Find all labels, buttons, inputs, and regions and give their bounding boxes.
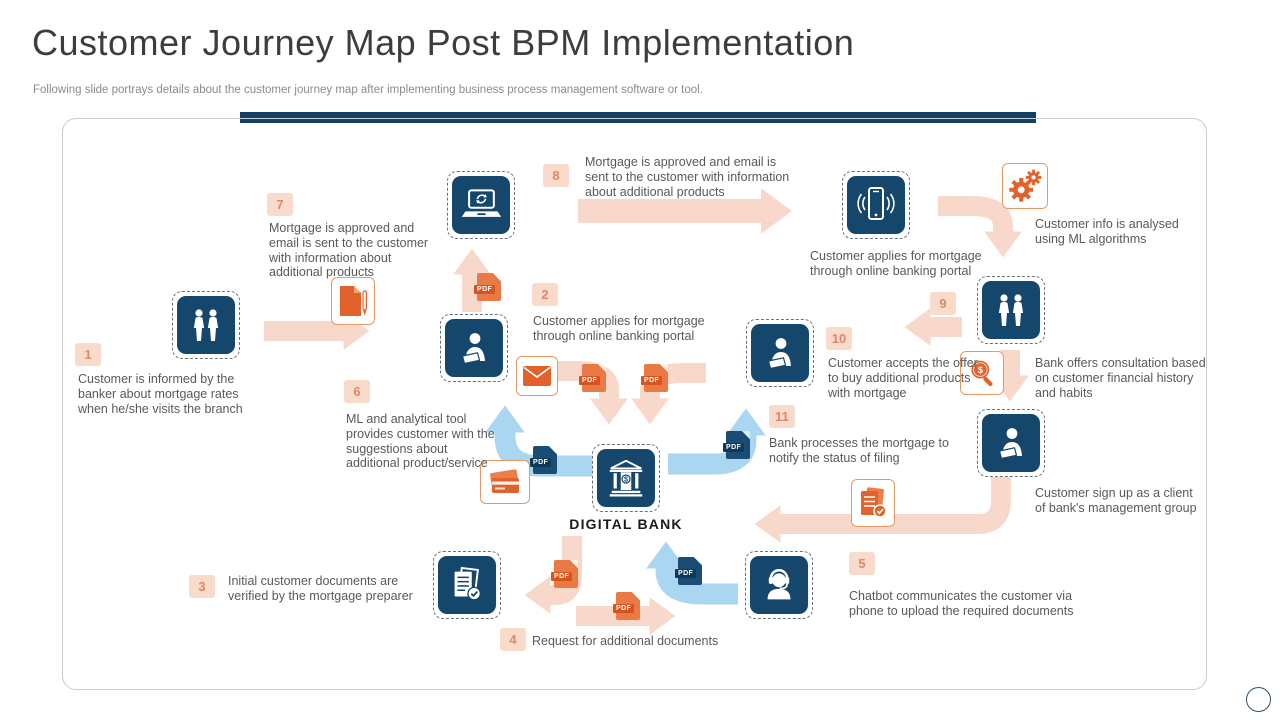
step-text-1: Customer is informed by the banker about… (78, 372, 243, 416)
document-check-orange-icon (851, 479, 895, 527)
digital-bank-label: DIGITAL BANK (569, 516, 683, 532)
arrow-chatbot-to-bank-blue (646, 541, 738, 605)
tile-step1 (172, 291, 240, 359)
page-subtitle: Following slide portrays details about t… (33, 84, 703, 96)
pdf-file-icon: PDF (579, 364, 606, 392)
step-text-3: Initial customer documents are verified … (228, 574, 413, 603)
annotation-signup: Customer sign up as a client of bank's m… (1035, 486, 1197, 515)
step-badge-11: 11 (769, 405, 795, 428)
tile-step2 (440, 314, 508, 382)
person-laptop-icon (445, 319, 503, 377)
person-laptop-icon (751, 324, 809, 382)
page-title: Customer Journey Map Post BPM Implementa… (32, 22, 855, 63)
step-text-7: Mortgage is approved and email is sent t… (269, 221, 429, 280)
document-pen-icon (331, 277, 375, 325)
magnifier-dollar-icon: $ (960, 351, 1004, 395)
pdf-file-icon: PDF (723, 431, 750, 459)
gears-icon (1002, 163, 1048, 209)
credit-cards-icon (480, 460, 530, 504)
pdf-file-icon: PDF (551, 560, 578, 588)
step-text-10: Customer accepts the offer to buy additi… (828, 356, 978, 400)
diagram-frame (62, 118, 1207, 690)
step-badge-2: 2 (532, 283, 558, 306)
step-badge-9: 9 (930, 292, 956, 315)
pdf-file-icon: PDF (474, 273, 501, 301)
laptop-sync-icon (452, 176, 510, 234)
tile-phone (842, 171, 910, 239)
annotation-ml-analysis: Customer info is analysed using ML algor… (1035, 217, 1179, 246)
step-text-6: ML and analytical tool provides customer… (346, 412, 495, 471)
smartphone-icon (847, 176, 905, 234)
step-badge-10: 10 (826, 327, 852, 350)
step-badge-1: 1 (75, 343, 101, 366)
accent-bar (240, 112, 1036, 123)
step-badge-7: 7 (267, 193, 293, 216)
pdf-file-icon: PDF (675, 557, 702, 585)
pdf-file-icon: PDF (641, 364, 668, 392)
tile-signup (977, 409, 1045, 477)
svg-text:$: $ (978, 365, 984, 375)
step-text-5: Chatbot communicates the customer via ph… (849, 589, 1074, 618)
pdf-file-icon: PDF (530, 446, 557, 474)
person-laptop-icon (982, 414, 1040, 472)
step-badge-8: 8 (543, 164, 569, 187)
step-text-11: Bank processes the mortgage to notify th… (769, 436, 949, 465)
document-check-icon (438, 556, 496, 614)
two-people-icon (982, 281, 1040, 339)
svg-text:$: $ (624, 476, 628, 484)
arrow-signup-left-long (754, 476, 1011, 543)
headset-agent-icon (750, 556, 808, 614)
tile-step9 (977, 276, 1045, 344)
tile-chatbot (745, 551, 813, 619)
step-badge-6: 6 (344, 380, 370, 403)
tile-digital-bank: $ (592, 444, 660, 512)
step-badge-3: 3 (189, 575, 215, 598)
decorative-circle (1246, 687, 1271, 712)
tile-step7 (447, 171, 515, 239)
tile-step3 (433, 551, 501, 619)
pdf-file-icon: PDF (613, 592, 640, 620)
annotation-online-portal: Customer applies for mortgage through on… (810, 249, 982, 278)
step-text-2: Customer applies for mortgage through on… (533, 314, 705, 343)
two-people-icon (177, 296, 235, 354)
step-badge-5: 5 (849, 552, 875, 575)
bank-icon: $ (597, 449, 655, 507)
tile-step10 (746, 319, 814, 387)
step-text-8: Mortgage is approved and email is sent t… (585, 155, 790, 199)
envelope-icon (516, 356, 558, 396)
annotation-consultation: Bank offers consultation based on custom… (1035, 356, 1206, 400)
step-text-4: Request for additional documents (532, 634, 719, 648)
step-badge-4: 4 (500, 628, 526, 651)
arrow-phone-to-ml (938, 196, 1022, 258)
